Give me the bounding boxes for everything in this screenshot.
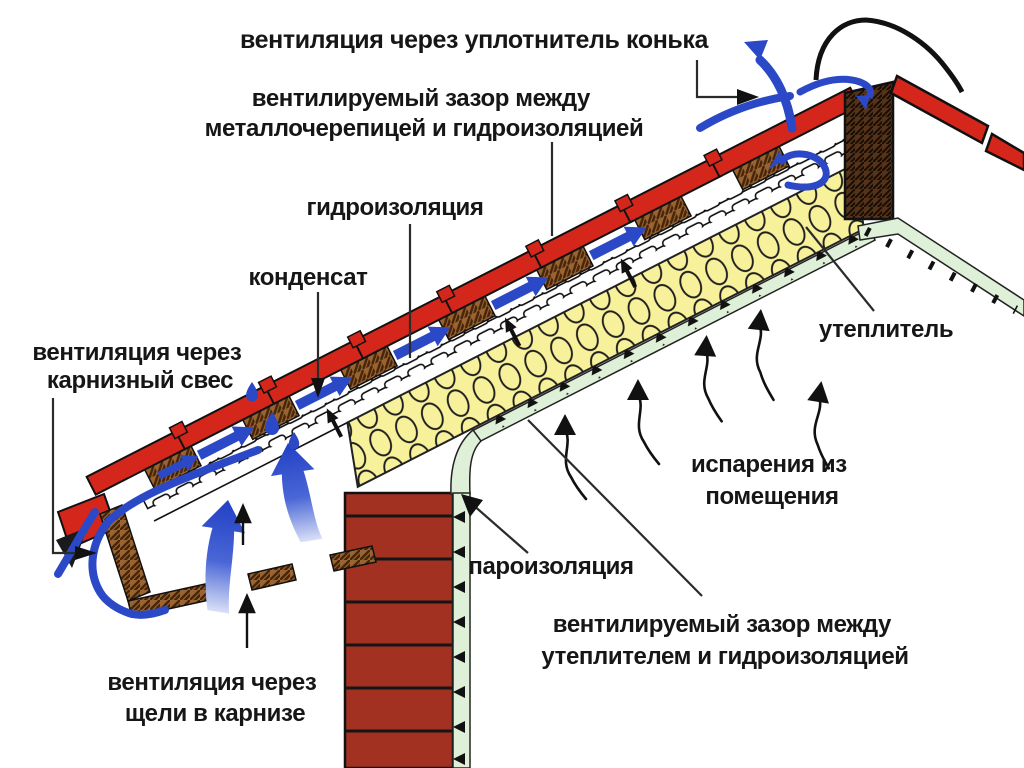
metal-tile-panels (85, 86, 861, 496)
label-gap-insul: вентилируемый зазор между утеплителем и … (541, 611, 908, 670)
ridge-exit-flow (696, 55, 874, 191)
leader-insulation (805, 226, 875, 312)
label-ridge-seal: вентиляция через уплотнитель конька (240, 26, 709, 54)
ridge-exit-arrowheads (744, 40, 870, 170)
metal-tile-right-1 (889, 74, 990, 145)
leader-gap-insul (527, 419, 703, 597)
ridge-beam (843, 80, 895, 221)
leader-vapor-barrier (471, 503, 529, 554)
ridge-cap-arc (813, 17, 965, 94)
brick-wall (343, 491, 455, 768)
labels: вентиляция через уплотнитель конька вент… (32, 26, 953, 727)
leader-condensate-arrowhead (311, 378, 325, 398)
condensate-droplets (246, 382, 300, 450)
leader-vapor-barrier-arrowhead (461, 494, 483, 517)
eave-intake-flow (54, 446, 262, 619)
label-gap-tile: вентилируемый зазор между металлочерепиц… (205, 85, 644, 142)
label-room-vapors: испарения из помещения (691, 451, 853, 510)
airflow-arrows-gap1 (157, 226, 647, 480)
leader-eaves-vent (51, 398, 75, 555)
vapor-barrier-right (857, 217, 1024, 317)
label-eaves-slits: вентиляция через щели в карнизе (107, 669, 322, 727)
roof-slope-left (85, 86, 877, 522)
eave-slit-arrows (234, 503, 256, 648)
eave-updraft-arrows (201, 443, 323, 614)
leader-eaves-vent-arrowhead (75, 546, 97, 560)
label-condensate: конденсат (248, 264, 368, 291)
rafter-line (153, 419, 353, 522)
metal-tile-right-2 (984, 132, 1024, 172)
label-waterproofing: гидроизоляция (306, 194, 483, 221)
label-eaves-vent: вентиляция через карнизный свес (32, 339, 247, 394)
leader-ridge-seal-arrowhead (737, 89, 759, 105)
vapor-arrows-gap2 (326, 258, 638, 438)
steam-arrows (554, 309, 831, 501)
label-insulation: утеплитель (819, 316, 953, 343)
leader-ridge-seal (695, 60, 737, 99)
eaves-wood-frame (99, 503, 377, 618)
label-vapor-barrier: пароизоляция (468, 553, 633, 580)
roof-slope-right (857, 74, 1024, 317)
vapor-barrier-wall (450, 428, 482, 768)
leader-lines (51, 60, 875, 597)
